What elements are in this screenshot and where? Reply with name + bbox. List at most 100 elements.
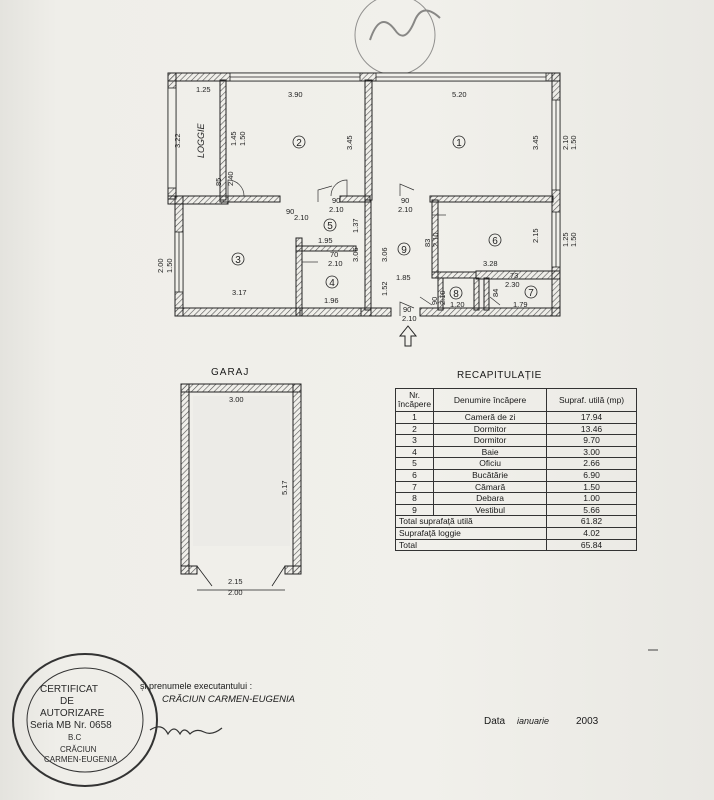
dim-label: 1.50 [165,258,174,273]
top-stamp-mark [354,0,441,76]
dim-label: 73 [510,271,518,280]
recap-title: RECAPITULAȚIE [457,370,542,381]
cell-nr: 1 [394,411,435,424]
loggie-label: LOGGIE [196,122,206,158]
cell-name: Dormitor [433,422,548,436]
dim-label: 1.85 [396,273,411,282]
garage-door-bottom-label: 2.00 [228,588,243,597]
dim-label: 90 [401,196,409,205]
garage-door-top-label: 2.15 [228,577,243,586]
recap-table: Nr. încăpere Denumire încăpere Supraf. u… [394,388,637,552]
dim-label: 3.90 [288,90,303,99]
cell-area: 6.90 [546,468,637,482]
cell-area: 1.00 [546,492,637,505]
cell-name: Bucătărie [433,468,548,482]
dim-label: 2.10 [431,232,440,247]
stamp-line: CARMEN-EUGENIA [44,755,118,764]
cell-area: 5.66 [546,503,637,517]
cell-area: 9.70 [546,434,637,447]
dim-label: 1.50 [238,131,247,146]
dim-label: 3.22 [173,133,182,148]
room-8-number: 8 [453,289,459,300]
dim-label: 1.37 [351,218,360,233]
dimension-labels: 1.25 3.90 5.20 3.22 1.45 1.50 3.45 3.45 … [156,85,578,323]
date-year: 2003 [576,716,599,727]
room-6-number: 6 [492,236,498,247]
executant-name: CRĂCIUN CARMEN-EUGENIA [162,694,296,705]
room-4-number: 4 [329,278,335,289]
cell-nr: 3 [394,434,435,447]
dim-label: 1.50 [569,135,578,150]
dim-label: 2.10 [398,205,413,214]
entrance-arrow-icon [398,325,418,347]
room-7-number: 7 [528,288,534,299]
door-swings [227,179,501,316]
total-value: 61.82 [546,515,637,528]
cell-name: Oficiu [433,457,548,470]
stamp-line: B.C [68,733,82,742]
cell-name: Vestibul [433,503,548,517]
col-header-area: Supraf. utilă (mp) [546,388,637,412]
room-3-number: 3 [235,255,241,266]
dim-label: 2.30 [505,280,520,289]
dim-label: 90 [286,207,294,216]
room-5-number: 5 [327,221,333,232]
dim-label: 2.00 [156,258,165,273]
apartment-walls [167,72,561,317]
dim-label: 2.10 [561,135,570,150]
col-header-nr: Nr. încăpere [394,388,435,412]
dim-label: 83 [423,239,432,247]
cell-nr: 4 [394,445,435,459]
stamp-line: CRĂCIUN [60,745,97,754]
cell-name: Dormitor [433,434,548,447]
stamp-line: DE [60,696,74,707]
garage-width-label: 3.00 [229,395,244,404]
dim-label: 2.40 [226,171,235,186]
dim-label: 1.45 [229,131,238,146]
garage-length-label: 5.17 [280,480,289,495]
dim-label: 2.15 [531,228,540,243]
date-label: Data [484,716,506,727]
dim-label: 1.20 [450,300,465,309]
official-stamp [12,653,158,787]
total-value: 65.84 [546,538,637,552]
total-value: 4.02 [546,526,637,540]
cell-nr: 2 [394,422,435,436]
signature-stroke [149,726,223,736]
dim-label: 3.17 [232,288,247,297]
cell-name: Baie [433,445,548,459]
executant-label: și prenumele executantului : [140,681,253,691]
dim-label: 1.25 [196,85,211,94]
cell-nr: 8 [394,492,435,505]
room-markers [231,135,538,300]
dim-label: 70 [330,250,338,259]
dim-label: 3.06 [351,247,360,262]
cell-nr: 6 [394,468,435,482]
date-month: ianuarie [517,716,550,726]
room-1-number: 1 [456,138,462,149]
cell-nr: 5 [394,457,435,470]
dim-label: 90 [332,196,340,205]
cell-area: 17.94 [546,411,637,424]
dim-label: 3.45 [345,135,354,150]
stamp-line: Seria MB Nr. 0658 [30,720,112,731]
cell-nr: 7 [394,480,435,494]
dim-label: 3.45 [531,135,540,150]
total-label: Total [394,538,548,552]
garage-drawing: 3.00 5.17 2.15 2.00 [180,383,302,597]
stamp-line: AUTORIZARE [40,708,105,719]
cell-area: 1.50 [546,480,637,494]
room-9-number: 9 [401,245,407,256]
dim-label: 3.28 [483,259,498,268]
cell-name: Cameră de zi [433,411,548,424]
